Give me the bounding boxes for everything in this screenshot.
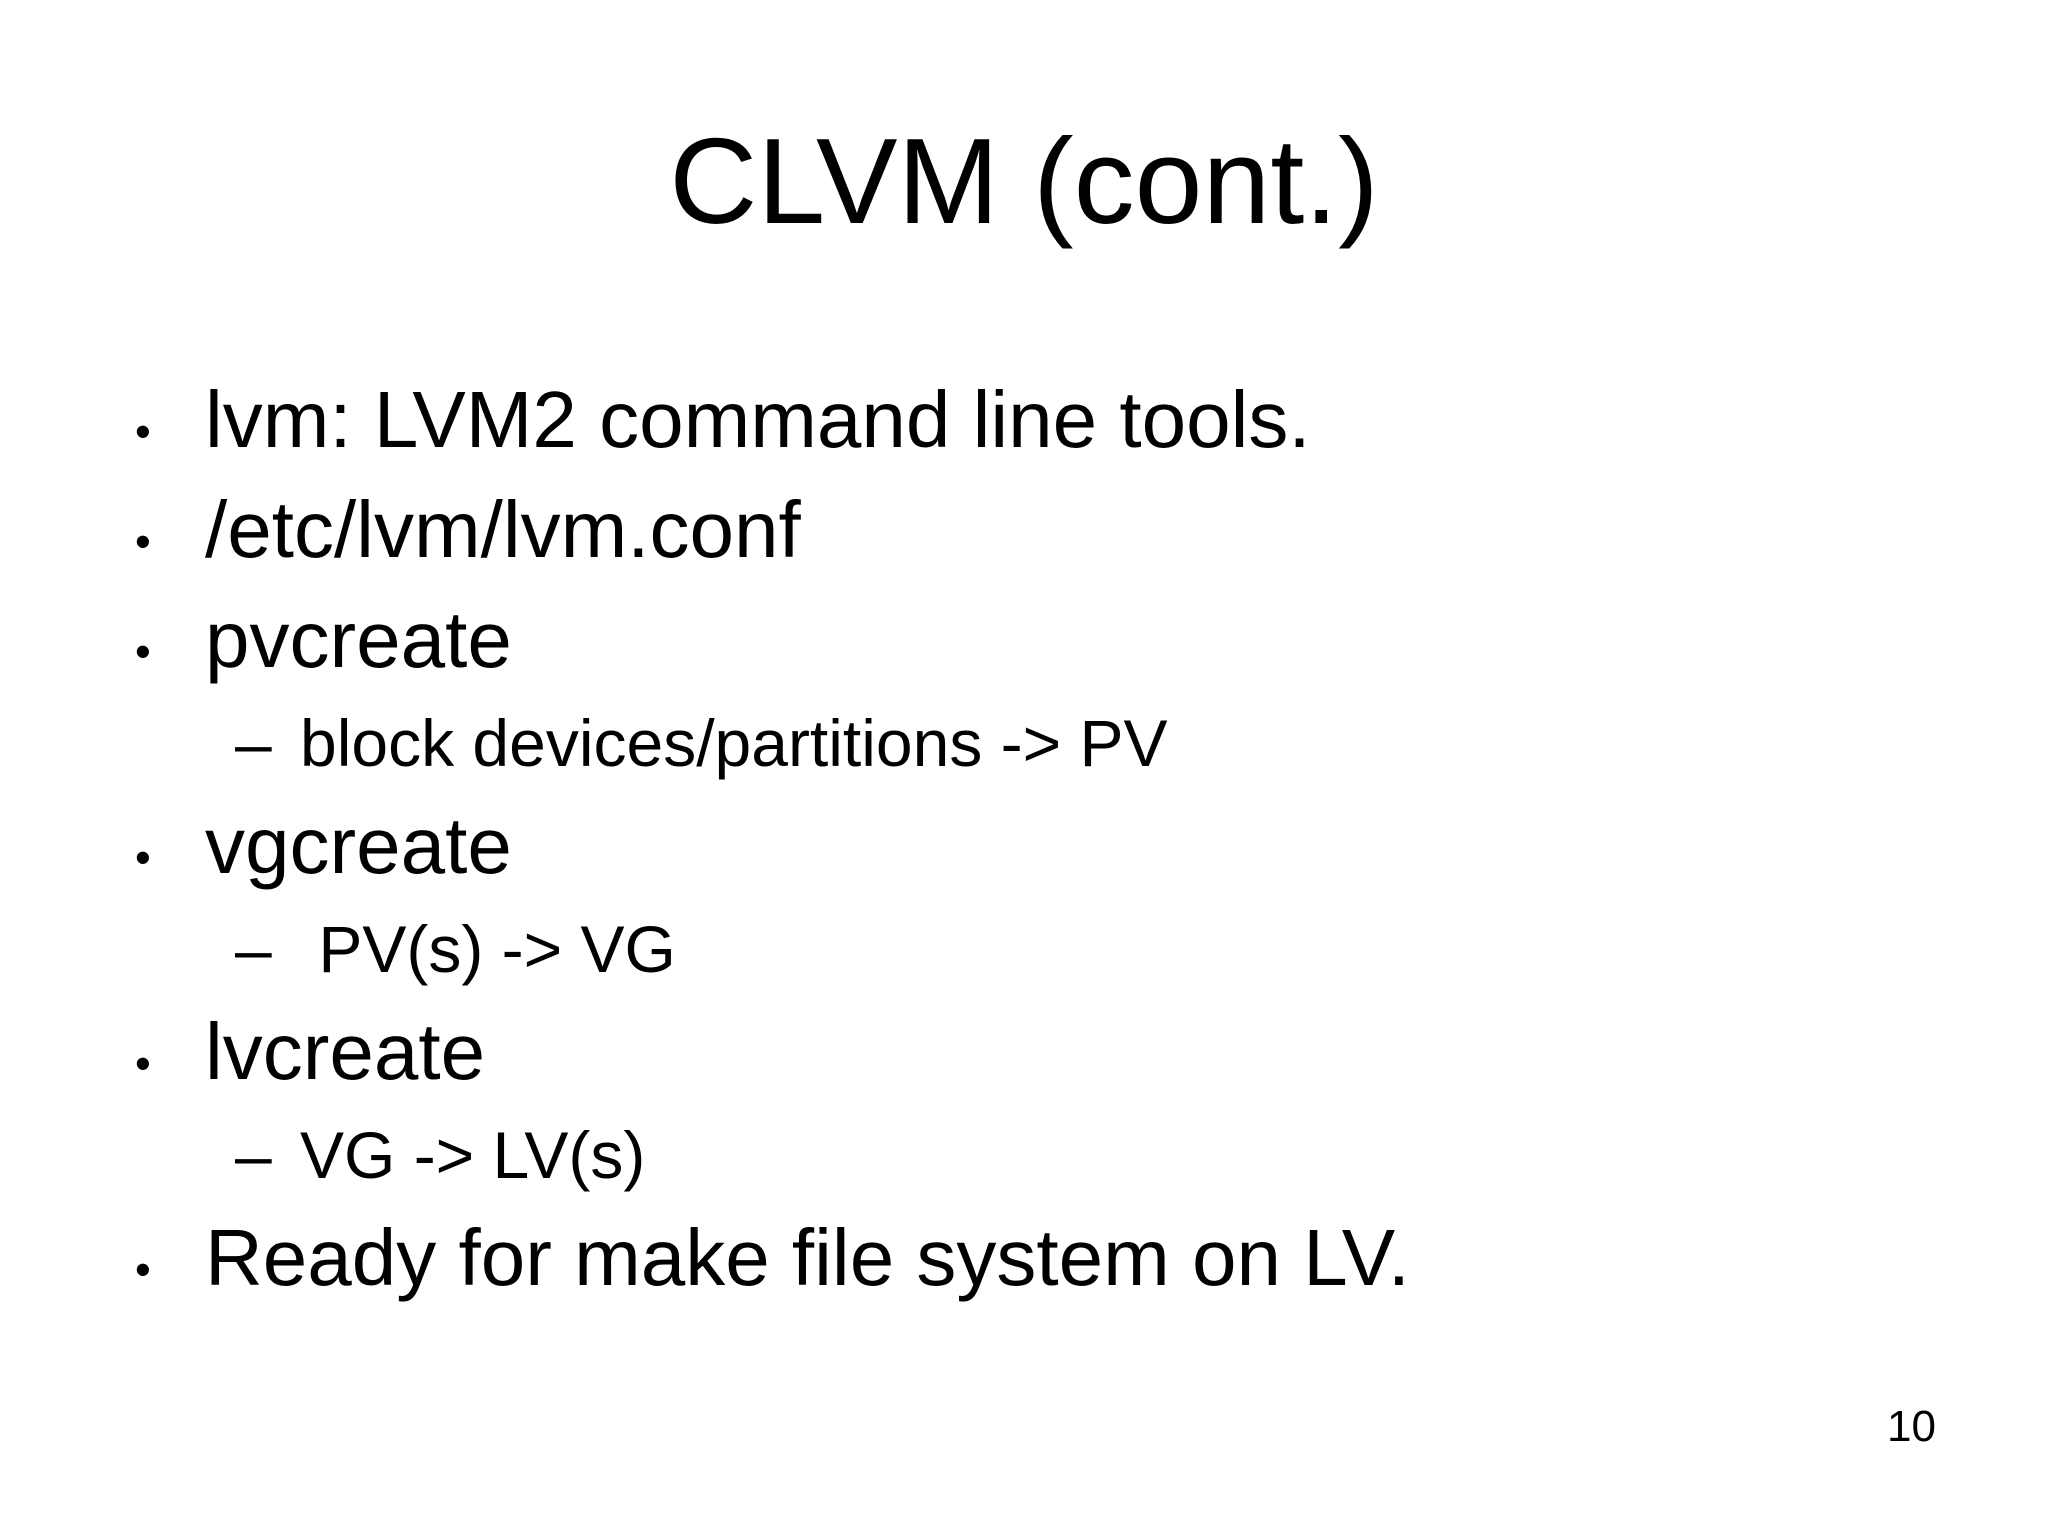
bullet-item: • pvcreate	[135, 600, 1955, 680]
bullet-marker: •	[135, 626, 151, 677]
dash-marker: –	[235, 912, 272, 986]
bullet-text: VG -> LV(s)	[300, 1118, 646, 1192]
slide-title: CLVM (cont.)	[669, 113, 1379, 249]
bullet-text: block devices/partitions -> PV	[300, 706, 1168, 780]
bullet-text: lvcreate	[205, 1007, 486, 1096]
bullet-marker: •	[135, 1038, 151, 1089]
bullet-text: PV(s) -> VG	[300, 912, 676, 986]
dash-marker: –	[235, 1118, 272, 1192]
bullet-item: • lvcreate	[135, 1012, 1955, 1092]
bullet-text: lvm: LVM2 command line tools.	[205, 375, 1311, 464]
page-number: 10	[1887, 1402, 1936, 1451]
bullet-item: • /etc/lvm/lvm.conf	[135, 490, 1955, 570]
bullet-marker: •	[135, 832, 151, 883]
bullet-item: • Ready for make file system on LV.	[135, 1218, 1955, 1298]
bullet-text: Ready for make file system on LV.	[205, 1213, 1410, 1302]
bullet-marker: •	[135, 1244, 151, 1295]
bullet-text: pvcreate	[205, 595, 512, 684]
bullet-marker: •	[135, 406, 151, 457]
sub-bullet-item: – VG -> LV(s)	[135, 1122, 1955, 1188]
dash-marker: –	[235, 706, 272, 780]
sub-bullet-item: – PV(s) -> VG	[135, 916, 1955, 982]
bullet-item: • lvm: LVM2 command line tools.	[135, 380, 1955, 460]
bullet-list: • lvm: LVM2 command line tools. • /etc/l…	[135, 380, 1955, 1328]
bullet-text: vgcreate	[205, 801, 512, 890]
bullet-marker: •	[135, 516, 151, 567]
bullet-text: /etc/lvm/lvm.conf	[205, 485, 801, 574]
bullet-item: • vgcreate	[135, 806, 1955, 886]
sub-bullet-item: – block devices/partitions -> PV	[135, 710, 1955, 776]
